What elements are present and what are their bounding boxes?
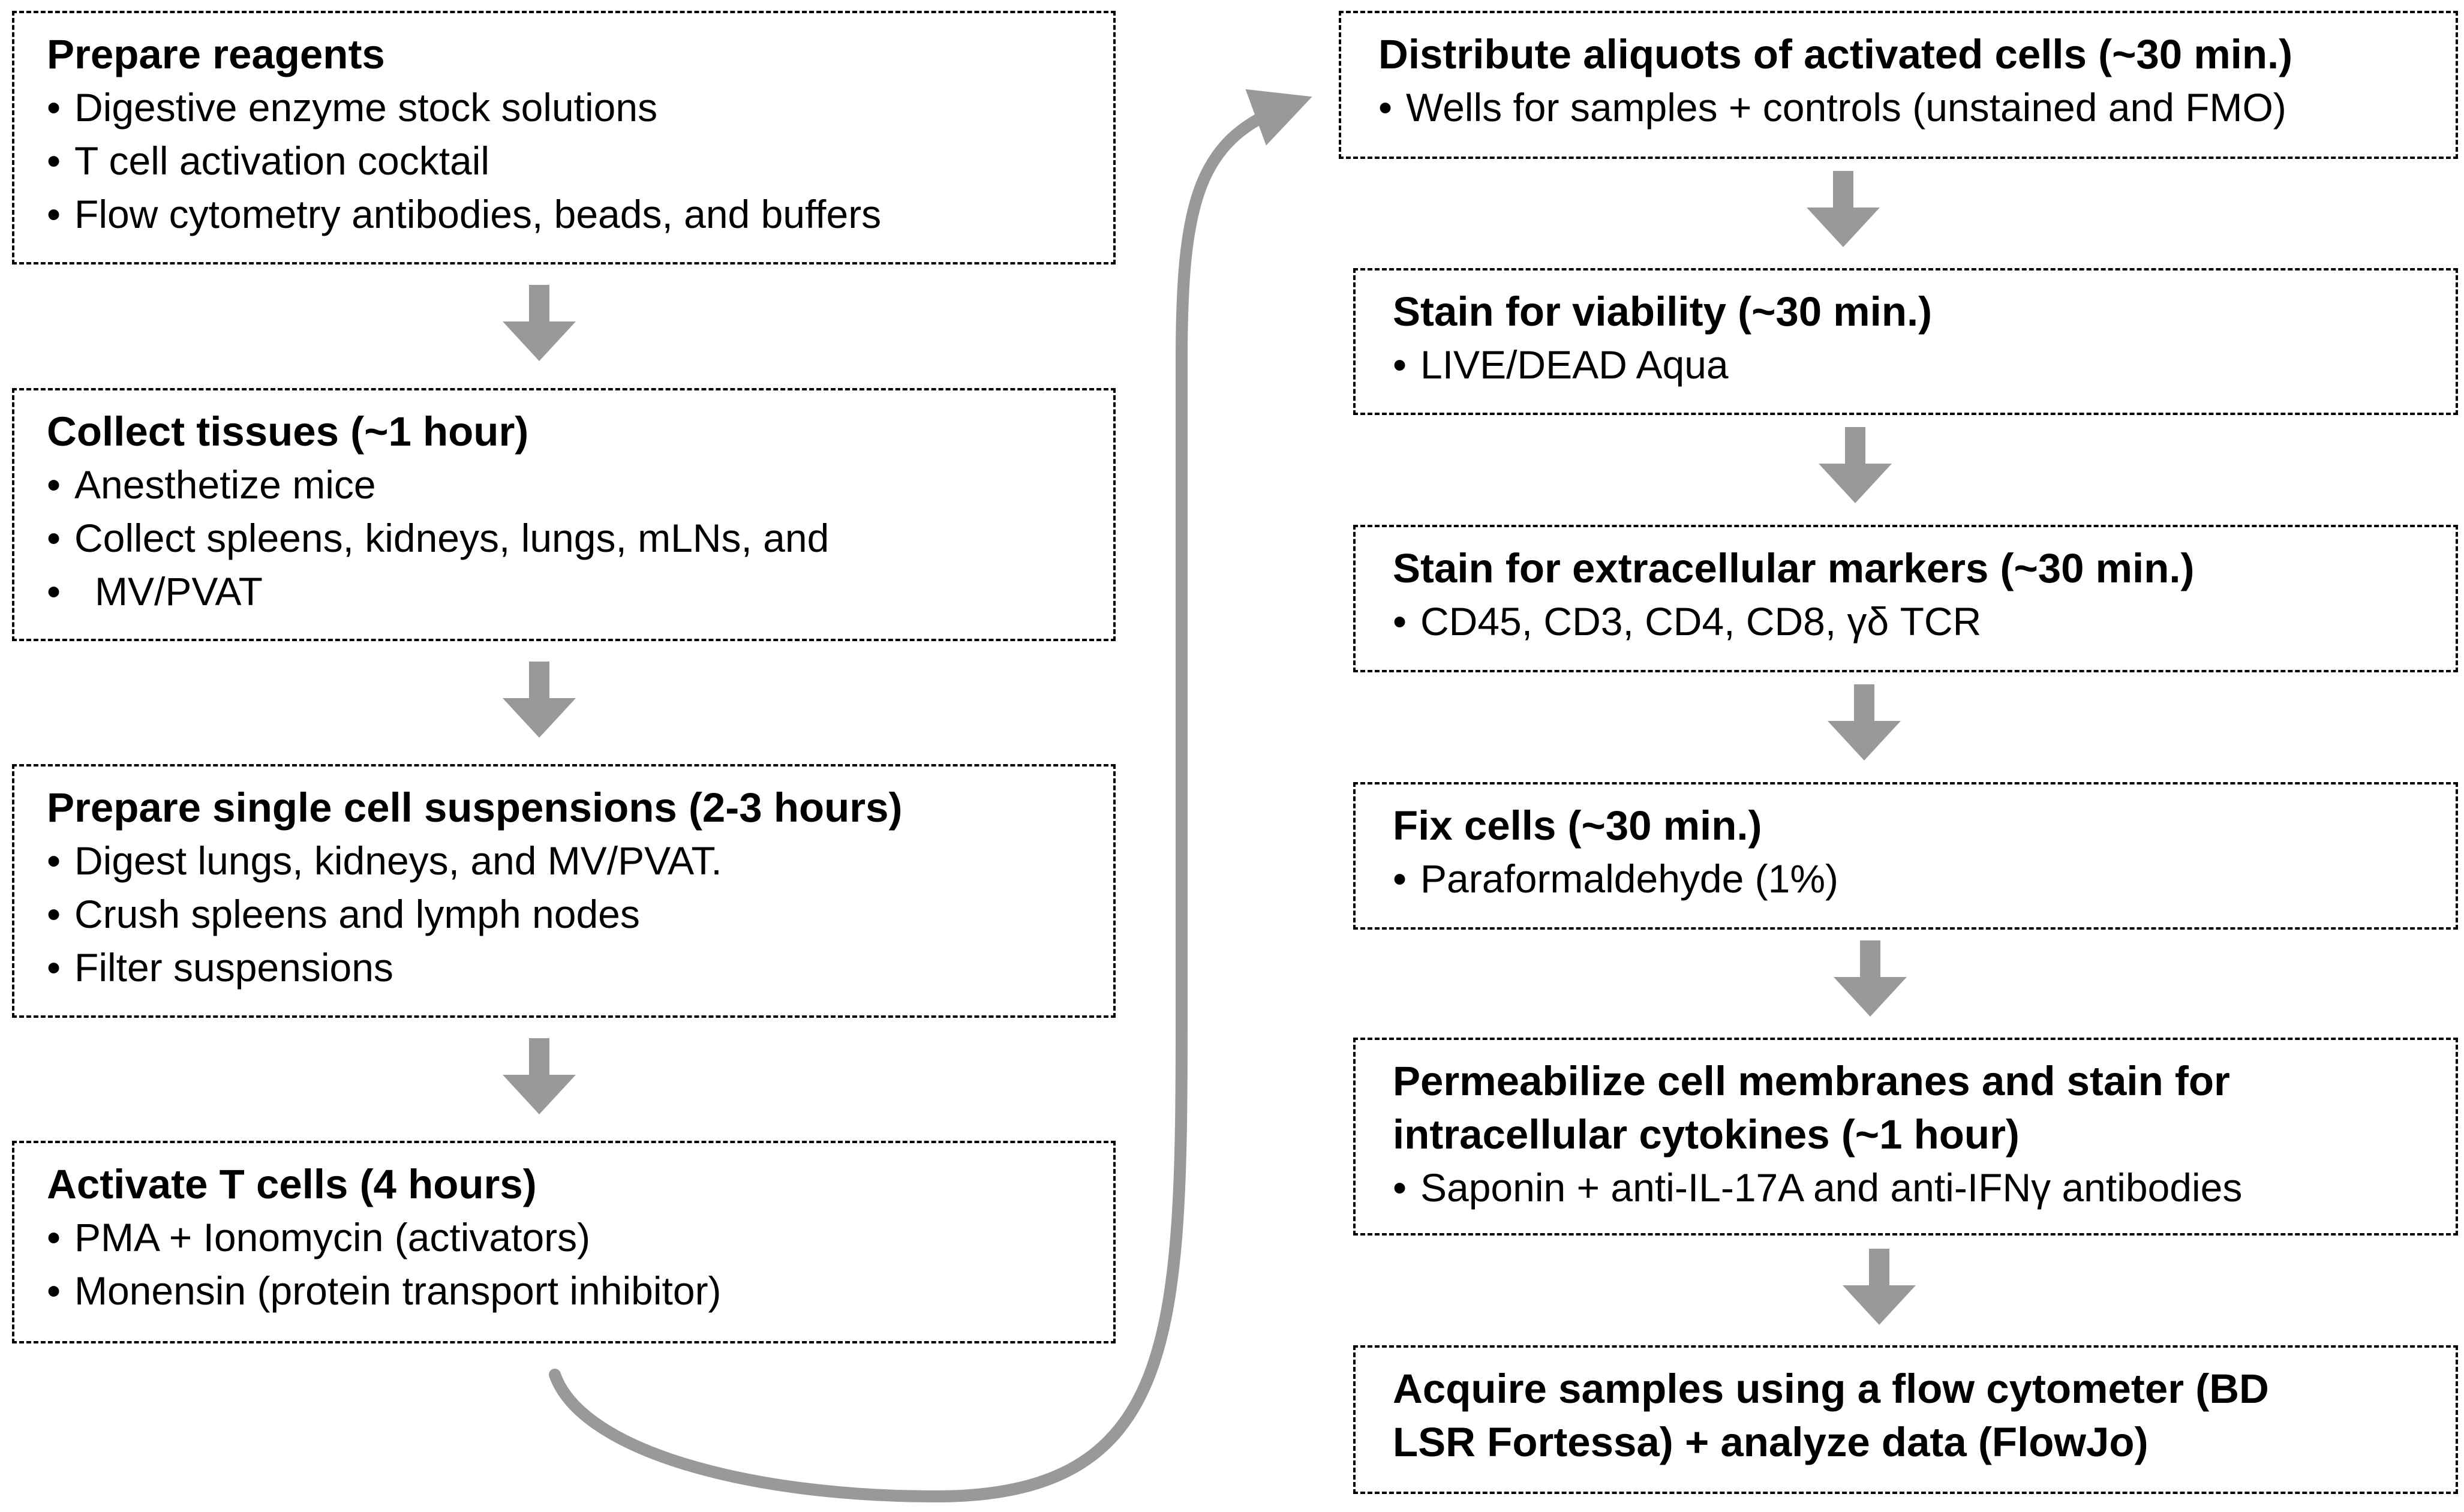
step-title: Stain for viability (~30 min.) [1393,288,1933,335]
step-stain-viability: Stain for viability (~30 min.) LIVE/DEAD… [1353,268,2458,415]
step-prepare-reagents: Prepare reagents Digestive enzyme stock … [12,11,1116,264]
step-title-line: Acquire samples using a flow cytometer (… [1393,1366,2269,1412]
step-fix-cells: Fix cells (~30 min.) Paraformaldehyde (1… [1353,782,2458,930]
step-title: Fix cells (~30 min.) [1393,802,1762,849]
step-bullet: Wells for samples + controls (unstained … [1378,81,2423,134]
step-bullet: Digest lungs, kidneys, and MV/PVAT. [47,834,1081,888]
step-title-line: Permeabilize cell membranes and stain fo… [1393,1058,2230,1104]
step-prepare-suspensions: Prepare single cell suspensions (2-3 hou… [12,764,1116,1018]
step-title: Collect tissues (~1 hour) [47,408,529,455]
step-title: Distribute aliquots of activated cells (… [1378,31,2293,77]
step-bullet: LIVE/DEAD Aqua [1393,338,2423,392]
step-title-line: intracellular cytokines (~1 hour) [1393,1111,2020,1158]
down-arrow-icon [503,1038,576,1114]
step-bullet: CD45, CD3, CD4, CD8, γδ TCR [1393,595,2423,648]
step-distribute-aliquots: Distribute aliquots of activated cells (… [1339,11,2458,159]
step-bullet: T cell activation cocktail [47,134,1081,188]
step-activate-t-cells: Activate T cells (4 hours) PMA + Ionomyc… [12,1141,1116,1343]
step-acquire-analyze: Acquire samples using a flow cytometer (… [1353,1345,2458,1494]
down-arrow-icon [503,285,576,361]
step-bullet: PMA + Ionomycin (activators) [47,1211,1081,1264]
step-bullet: Paraformaldehyde (1%) [1393,852,2423,906]
step-title: Activate T cells (4 hours) [47,1161,537,1207]
down-arrow-icon [1807,171,1880,247]
step-bullet: Filter suspensions [47,941,1081,994]
down-arrow-icon [1834,940,1907,1017]
step-title: Prepare reagents [47,31,385,77]
down-arrow-icon [503,662,576,738]
step-title-line: LSR Fortessa) + analyze data (FlowJo) [1393,1419,2149,1465]
step-bullet: Collect spleens, kidneys, lungs, mLNs, a… [47,512,1081,565]
down-arrow-icon [1843,1249,1916,1325]
down-arrow-icon [1819,427,1892,503]
step-permeabilize-stain: Permeabilize cell membranes and stain fo… [1353,1038,2458,1236]
step-bullet: Saponin + anti-IL-17A and anti-IFNγ anti… [1393,1161,2423,1215]
step-bullet: Monensin (protein transport inhibitor) [47,1264,1081,1318]
step-bullet: Flow cytometry antibodies, beads, and bu… [47,188,1081,241]
step-bullet-continued: MV/PVAT [47,565,1081,618]
step-collect-tissues: Collect tissues (~1 hour) Anesthetize mi… [12,388,1116,641]
step-bullet: Anesthetize mice [47,458,1081,512]
down-arrow-icon [1828,684,1901,760]
step-title: Prepare single cell suspensions (2-3 hou… [47,784,903,831]
step-bullet: Crush spleens and lymph nodes [47,888,1081,941]
step-bullet: Digestive enzyme stock solutions [47,81,1081,134]
step-title: Stain for extracellular markers (~30 min… [1393,545,2195,591]
step-stain-extracellular: Stain for extracellular markers (~30 min… [1353,525,2458,672]
